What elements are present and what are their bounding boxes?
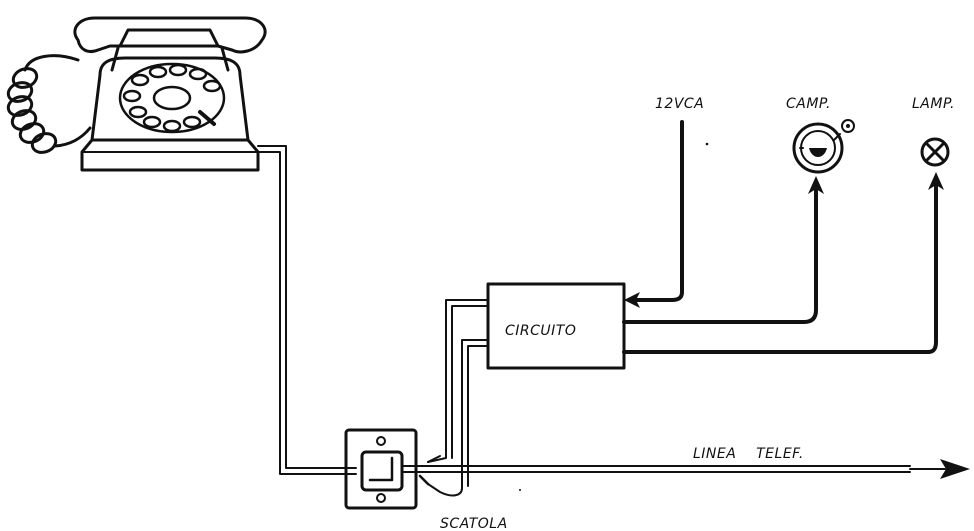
junction-box	[344, 428, 418, 510]
box-label: SCATOLA	[440, 516, 508, 531]
power-arrow-icon	[624, 292, 640, 308]
bell-icon	[792, 119, 855, 174]
bell-arrow-icon	[808, 176, 824, 194]
bell-wire	[622, 188, 818, 324]
phone-body	[90, 56, 250, 142]
power-wire	[634, 120, 684, 302]
circuit-label: CIRCUITO	[505, 323, 576, 339]
coiled-cord	[6, 54, 92, 154]
box-to-circuit-wires	[418, 299, 489, 497]
lamp-icon	[920, 137, 950, 167]
power-label: 12VCA	[655, 96, 704, 112]
phone-cable	[257, 145, 357, 475]
lamp-arrow-icon	[928, 172, 944, 190]
phone-line	[401, 465, 946, 473]
phone-base	[80, 138, 260, 172]
rotary-dial	[118, 62, 226, 134]
lamp-wire	[622, 184, 938, 354]
phone-line-label: LINEA TELEF.	[693, 446, 804, 462]
telephone-icon	[6, 16, 267, 172]
circuit-box	[486, 282, 626, 370]
bell-label: CAMP.	[786, 96, 831, 112]
handset	[73, 16, 267, 54]
lamp-label: LAMP.	[912, 96, 955, 112]
phone-line-arrow-icon	[940, 459, 970, 479]
